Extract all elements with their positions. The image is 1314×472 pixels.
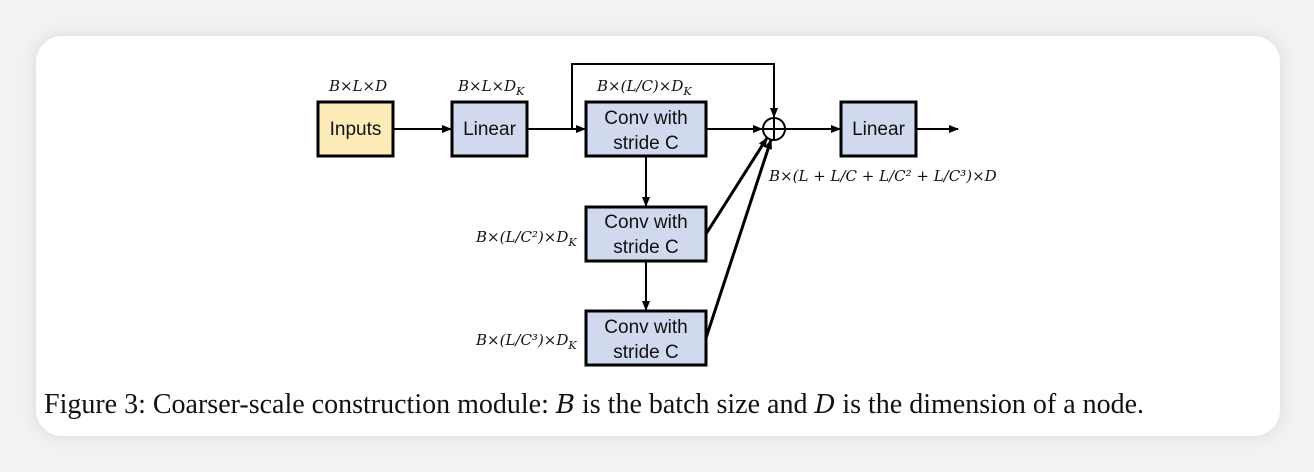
linear-2-label: Linear bbox=[852, 119, 905, 140]
caption-var-d: D bbox=[814, 390, 836, 420]
conv-3-label-line1: Conv with bbox=[604, 317, 687, 338]
conv-box-1 bbox=[584, 100, 708, 158]
caption-middle: is the batch size and bbox=[574, 389, 815, 420]
arrow-conv3-to-sum bbox=[704, 139, 773, 339]
dim-label-conv2: B×(L/C²)×DK bbox=[475, 228, 577, 249]
skip-connection-arrow bbox=[571, 63, 778, 129]
conv-3-label-line2: stride C bbox=[613, 342, 678, 363]
caption-prefix: Figure 3: Coarser-scale construction mod… bbox=[44, 389, 556, 420]
caption-var-b: B bbox=[555, 390, 575, 420]
figure-caption: Figure 3: Coarser-scale construction mod… bbox=[44, 389, 1284, 421]
dim-label-conv1: B×(L/C)×DK bbox=[596, 77, 692, 98]
arrow-conv2-to-sum bbox=[704, 137, 769, 235]
inputs-box bbox=[316, 100, 395, 158]
linear-box-2 bbox=[839, 100, 918, 158]
dim-label-conv3: B×(L/C³)×DK bbox=[475, 331, 577, 352]
sum-node-icon bbox=[762, 117, 786, 141]
dim-label-linear1: B×L×DK bbox=[457, 77, 525, 98]
conv-1-label-line2: stride C bbox=[613, 133, 678, 154]
dim-label-output: B×(L + L/C + L/C² + L/C³)×D bbox=[768, 167, 997, 185]
caption-suffix: is the dimension of a node. bbox=[835, 389, 1145, 420]
conv-2-label-line2: stride C bbox=[613, 237, 678, 258]
conv-1-label-line1: Conv with bbox=[604, 108, 687, 129]
conv-2-label-line1: Conv with bbox=[604, 212, 687, 233]
inputs-label: Inputs bbox=[330, 119, 382, 140]
dim-label-inputs: B×L×D bbox=[328, 77, 387, 95]
linear-1-label: Linear bbox=[463, 119, 516, 140]
conv-box-3 bbox=[584, 309, 708, 367]
